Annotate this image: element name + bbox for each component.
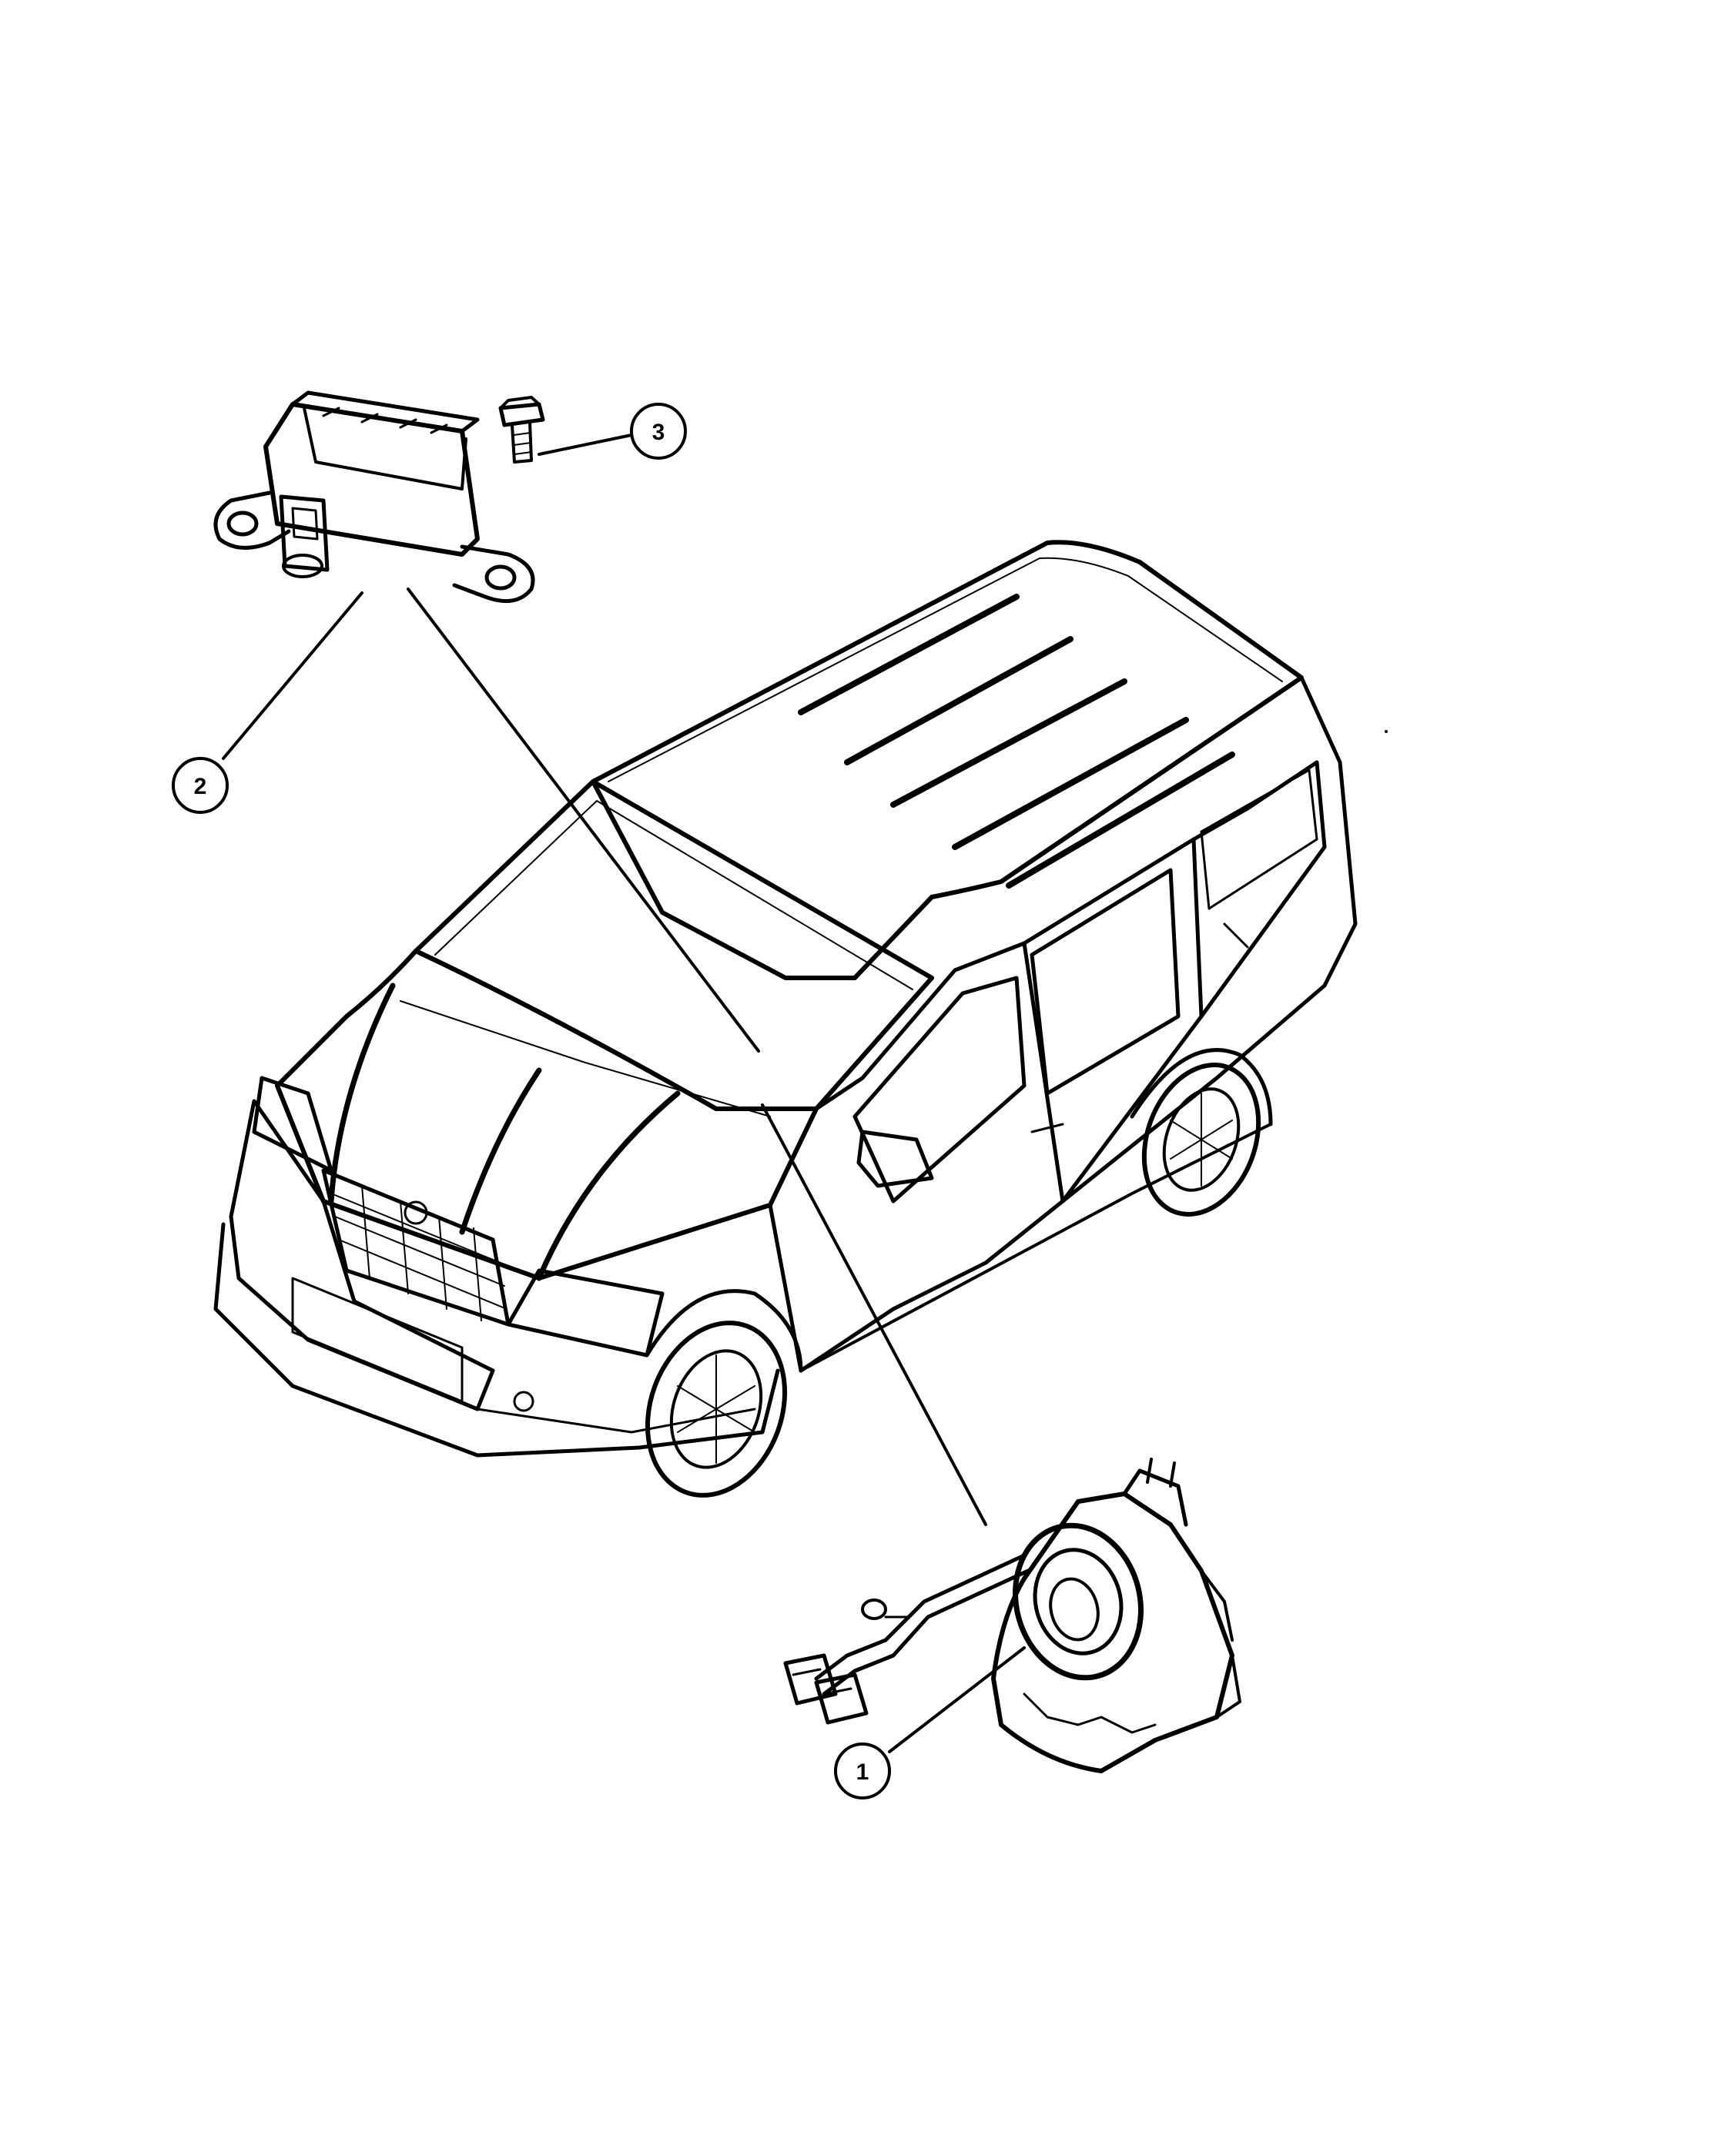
svg-text:1: 1 — [856, 1759, 869, 1785]
leader-line-3 — [538, 434, 633, 456]
leader-line-1 — [888, 1646, 1026, 1753]
leader-lines — [222, 434, 1026, 1753]
leader-line-van-to-clockspring — [761, 1103, 987, 1526]
leader-line-2 — [222, 591, 363, 760]
bolt-illustration — [498, 396, 545, 464]
stray-dot — [1385, 730, 1388, 733]
leader-line-module-to-van — [407, 588, 760, 1053]
callout-3: 3 — [630, 403, 687, 460]
clockspring-illustration — [783, 1458, 1241, 1773]
callout-1: 1 — [834, 1743, 891, 1799]
callout-2: 2 — [172, 757, 229, 814]
sensor-module-illustration — [213, 390, 535, 604]
minivan-illustration — [213, 540, 1358, 1498]
svg-text:2: 2 — [194, 774, 207, 799]
svg-text:3: 3 — [652, 420, 665, 445]
